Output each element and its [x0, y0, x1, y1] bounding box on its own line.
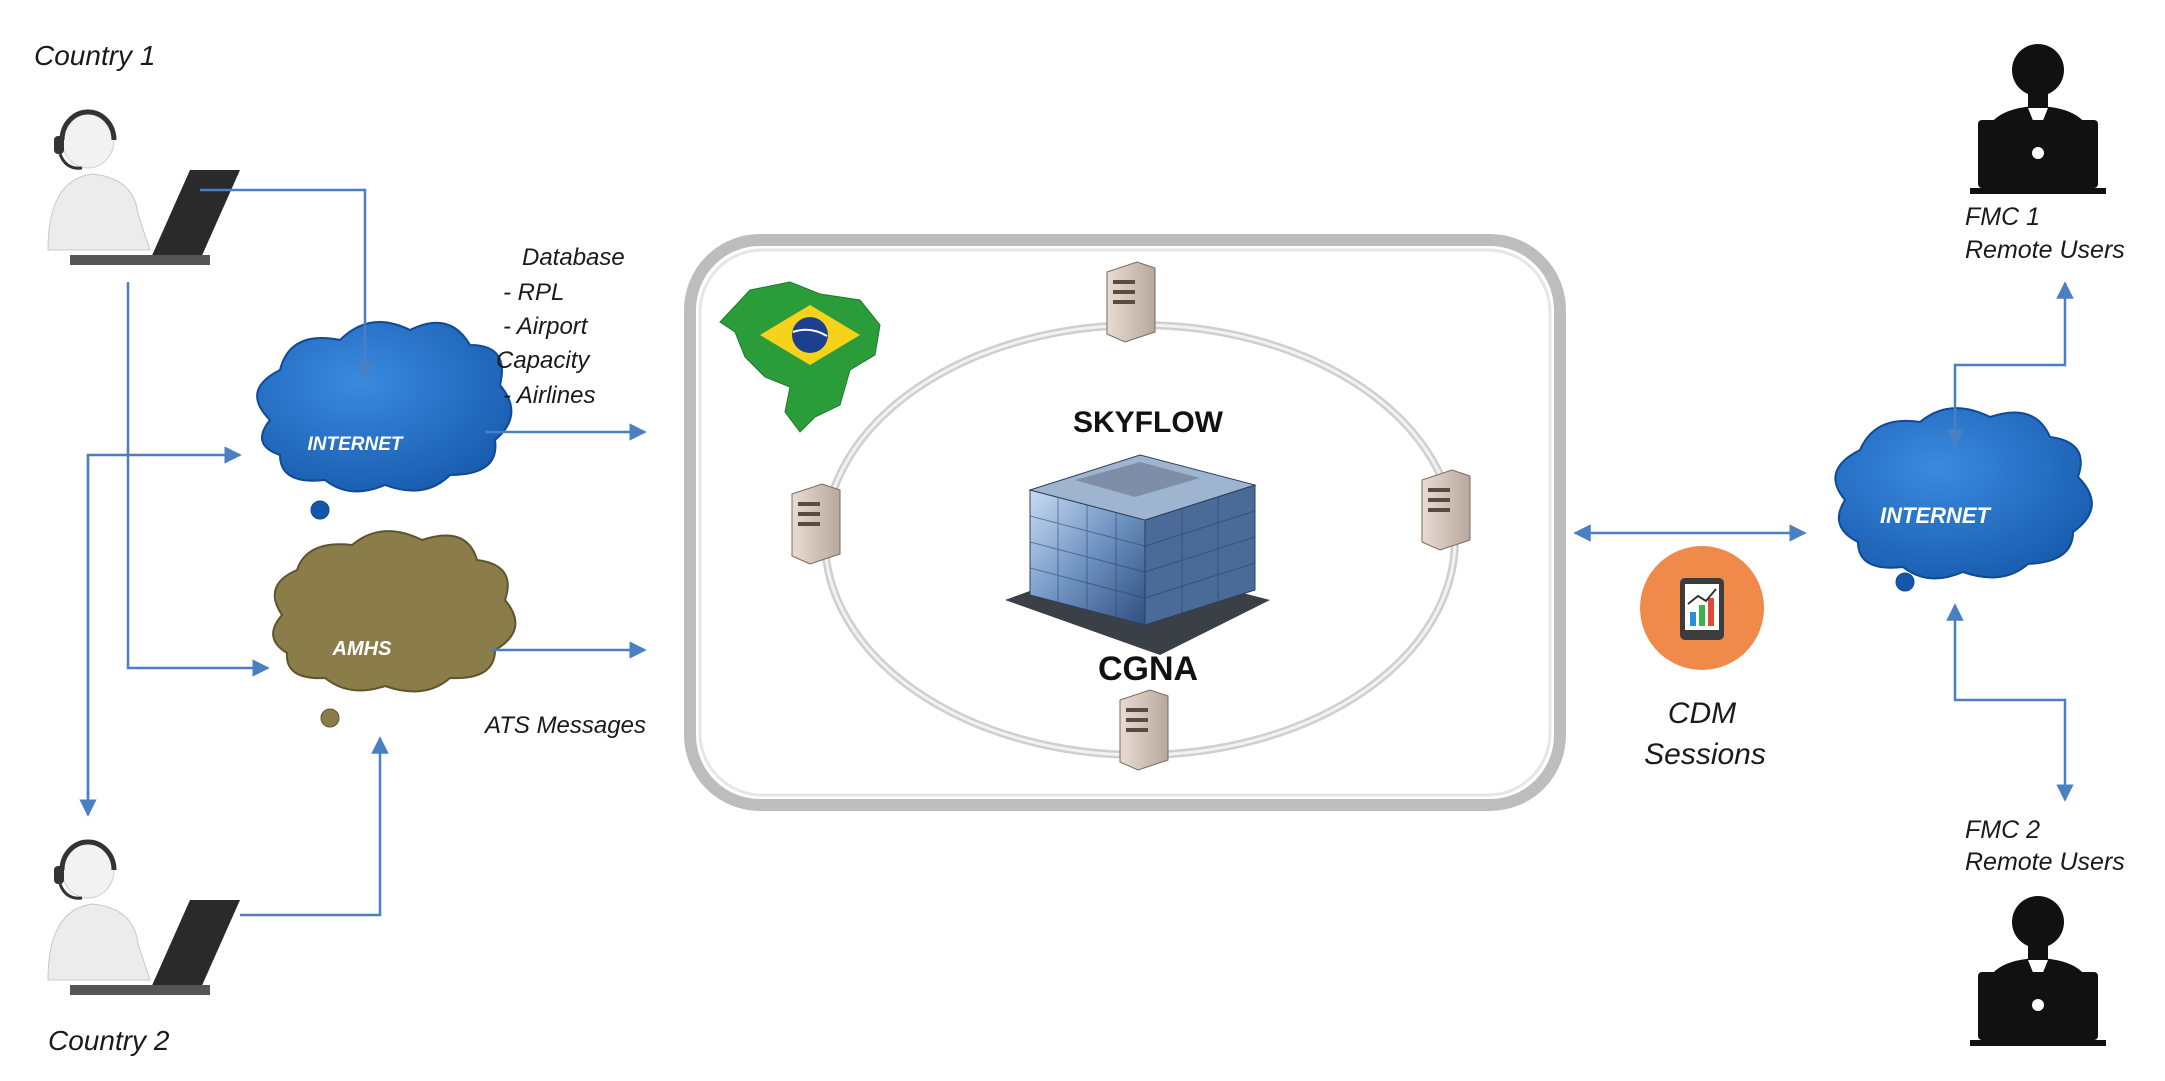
country1-to-amhs-line	[126, 282, 270, 677]
internet-left-label: INTERNET	[308, 434, 404, 455]
office-building-icon	[1005, 454, 1270, 655]
server-tower-icon	[1106, 261, 1156, 343]
fmc2-label-line2: Remote Users	[1965, 848, 2125, 876]
server-tower-icon	[791, 483, 841, 565]
internet-right-label: INTERNET	[1880, 503, 1992, 528]
internet-cloud-right: INTERNET	[1834, 407, 2093, 592]
svg-text:- Airport: - Airport	[503, 313, 589, 340]
fmc2-label-line1: FMC 2	[1965, 816, 2040, 844]
country1-to-internet-line	[200, 188, 374, 380]
brazil-map-flag-icon	[719, 281, 881, 433]
fmc1-label-line2: Remote Users	[1965, 236, 2125, 264]
amhs-label: AMHS	[332, 638, 393, 660]
headset-operator-icon	[47, 109, 240, 265]
internet-cloud-left: INTERNET	[256, 321, 513, 520]
cgna-subtitle: CGNA	[1098, 650, 1198, 688]
database-label: Database - RPL - Airport Capacity - Airl…	[496, 244, 625, 409]
ats-messages-label: ATS Messages	[483, 712, 646, 739]
right-connectors	[1946, 281, 2074, 802]
internet-to-fmc1-line	[1946, 281, 2074, 447]
internet-to-fmc2-line	[1946, 603, 2074, 802]
svg-text:Capacity: Capacity	[496, 347, 591, 374]
left-connectors	[79, 188, 647, 917]
amhs-cloud: AMHS	[272, 530, 517, 728]
server-tower-icon	[1421, 469, 1471, 551]
country1-label: Country 1	[34, 40, 155, 71]
laptop-user-icon	[1970, 44, 2106, 194]
country2-label: Country 2	[48, 1025, 170, 1056]
cdm-label-line1: CDM	[1668, 697, 1736, 730]
country2-to-amhs-line	[240, 736, 389, 917]
skyflow-title: SKYFLOW	[1073, 406, 1224, 439]
country2-to-internet-line	[86, 446, 242, 815]
fmc1-label-line1: FMC 1	[1965, 203, 2040, 231]
svg-text:- RPL: - RPL	[503, 279, 564, 306]
cdm-label-line2: Sessions	[1644, 738, 1766, 771]
server-tower-icon	[1119, 689, 1169, 771]
tablet-chart-icon	[1640, 546, 1764, 670]
svg-text:- Airlines: - Airlines	[503, 382, 595, 409]
laptop-user-icon	[1970, 896, 2106, 1046]
headset-operator-icon	[47, 839, 240, 995]
svg-text:Database: Database	[522, 244, 625, 271]
